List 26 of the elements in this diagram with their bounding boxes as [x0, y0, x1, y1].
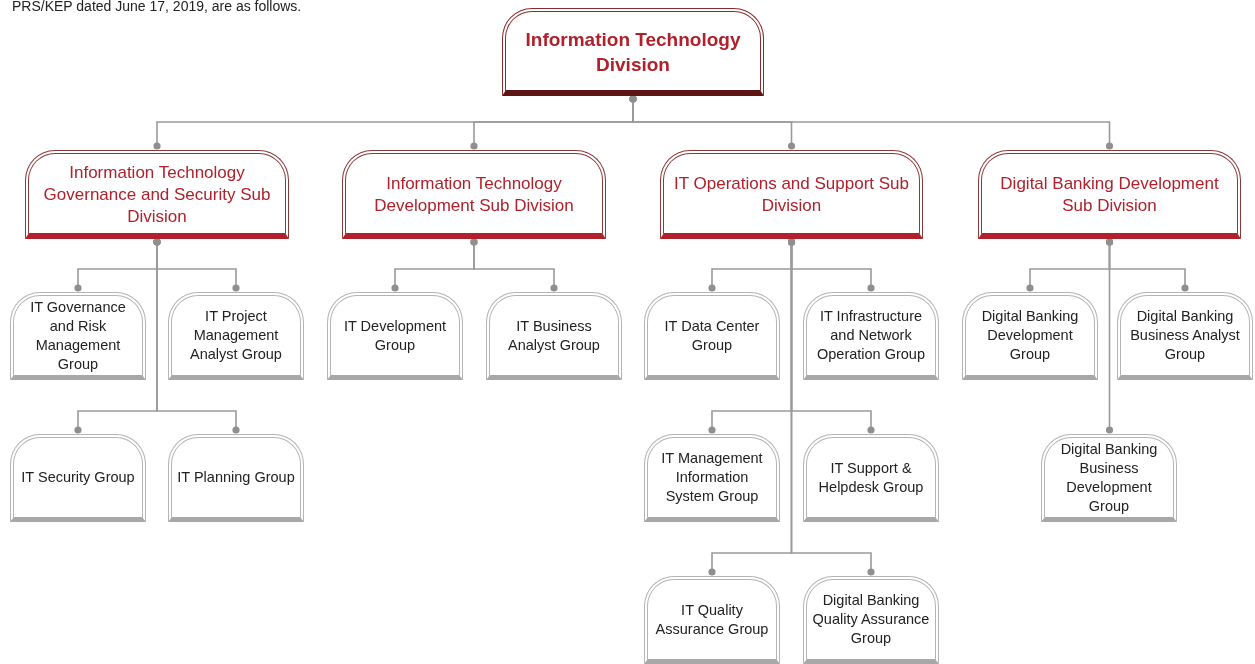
- connector-line: [1105, 238, 1114, 434]
- group-box: IT Project Management Analyst Group: [168, 292, 304, 380]
- group-box: IT Governance and Risk Management Group: [10, 292, 146, 380]
- group-box: IT Security Group: [10, 434, 146, 522]
- group-box: IT Business Analyst Group: [486, 292, 622, 380]
- group-box: Digital Banking Quality Assurance Group: [803, 576, 939, 664]
- group-box: IT Management Information System Group: [644, 434, 780, 522]
- sub-division-box: Digital Banking Development Sub Division: [978, 150, 1241, 239]
- division-box: Information Technology Division: [502, 8, 764, 96]
- connector-line: [787, 238, 875, 576]
- connector-line: [629, 95, 1114, 150]
- group-box: IT Development Group: [327, 292, 463, 380]
- connector-line: [470, 238, 558, 292]
- connector-line: [153, 238, 240, 434]
- group-box: IT Support & Helpdesk Group: [803, 434, 939, 522]
- group-box: Digital Banking Business Analyst Group: [1117, 292, 1253, 380]
- sub-division-box: IT Operations and Support Sub Division: [660, 150, 923, 239]
- intro-text: PRS/KEP dated June 17, 2019, are as follows.: [12, 0, 302, 14]
- sub-division-box: Information Technology Development Sub Division: [342, 150, 606, 239]
- group-box: IT Planning Group: [168, 434, 304, 522]
- group-box: Digital Banking Development Group: [962, 292, 1098, 380]
- sub-division-box: Information Technology Governance and Security Sub Division: [25, 150, 289, 239]
- group-box: IT Data Center Group: [644, 292, 780, 380]
- group-box: Digital Banking Business Development Group: [1041, 434, 1177, 522]
- group-box: IT Quality Assurance Group: [644, 576, 780, 664]
- group-box: IT Infrastructure and Network Operation Group: [803, 292, 939, 380]
